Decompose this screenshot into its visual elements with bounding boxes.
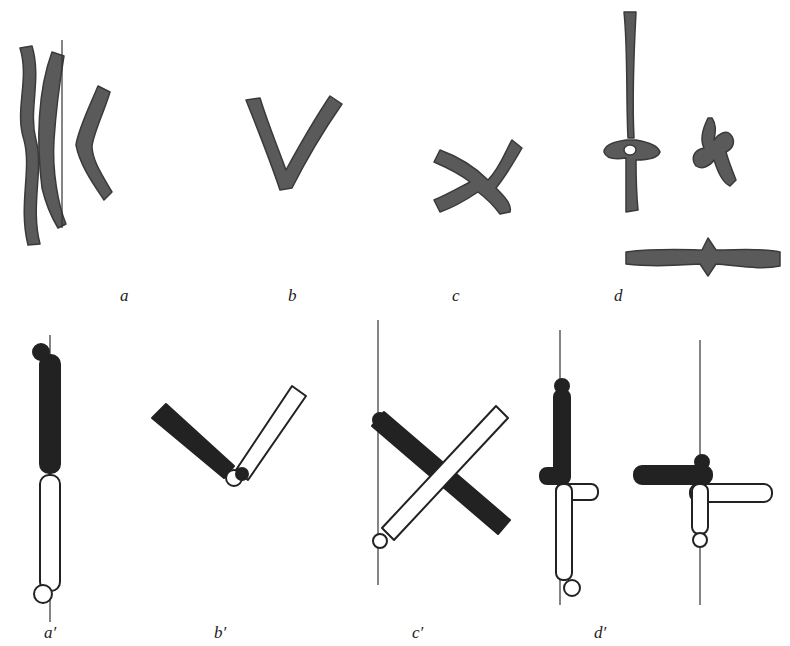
figure-letter: c′ bbox=[412, 623, 423, 643]
figure-letter: a′ bbox=[44, 623, 56, 643]
figure-letter: b bbox=[288, 286, 297, 306]
figure-letter: b′ bbox=[214, 623, 226, 643]
figure-letter: d′ bbox=[594, 623, 606, 643]
figure-letter: a bbox=[120, 286, 129, 306]
figure-letter: c bbox=[452, 286, 460, 306]
figure-letter: d bbox=[614, 286, 623, 306]
